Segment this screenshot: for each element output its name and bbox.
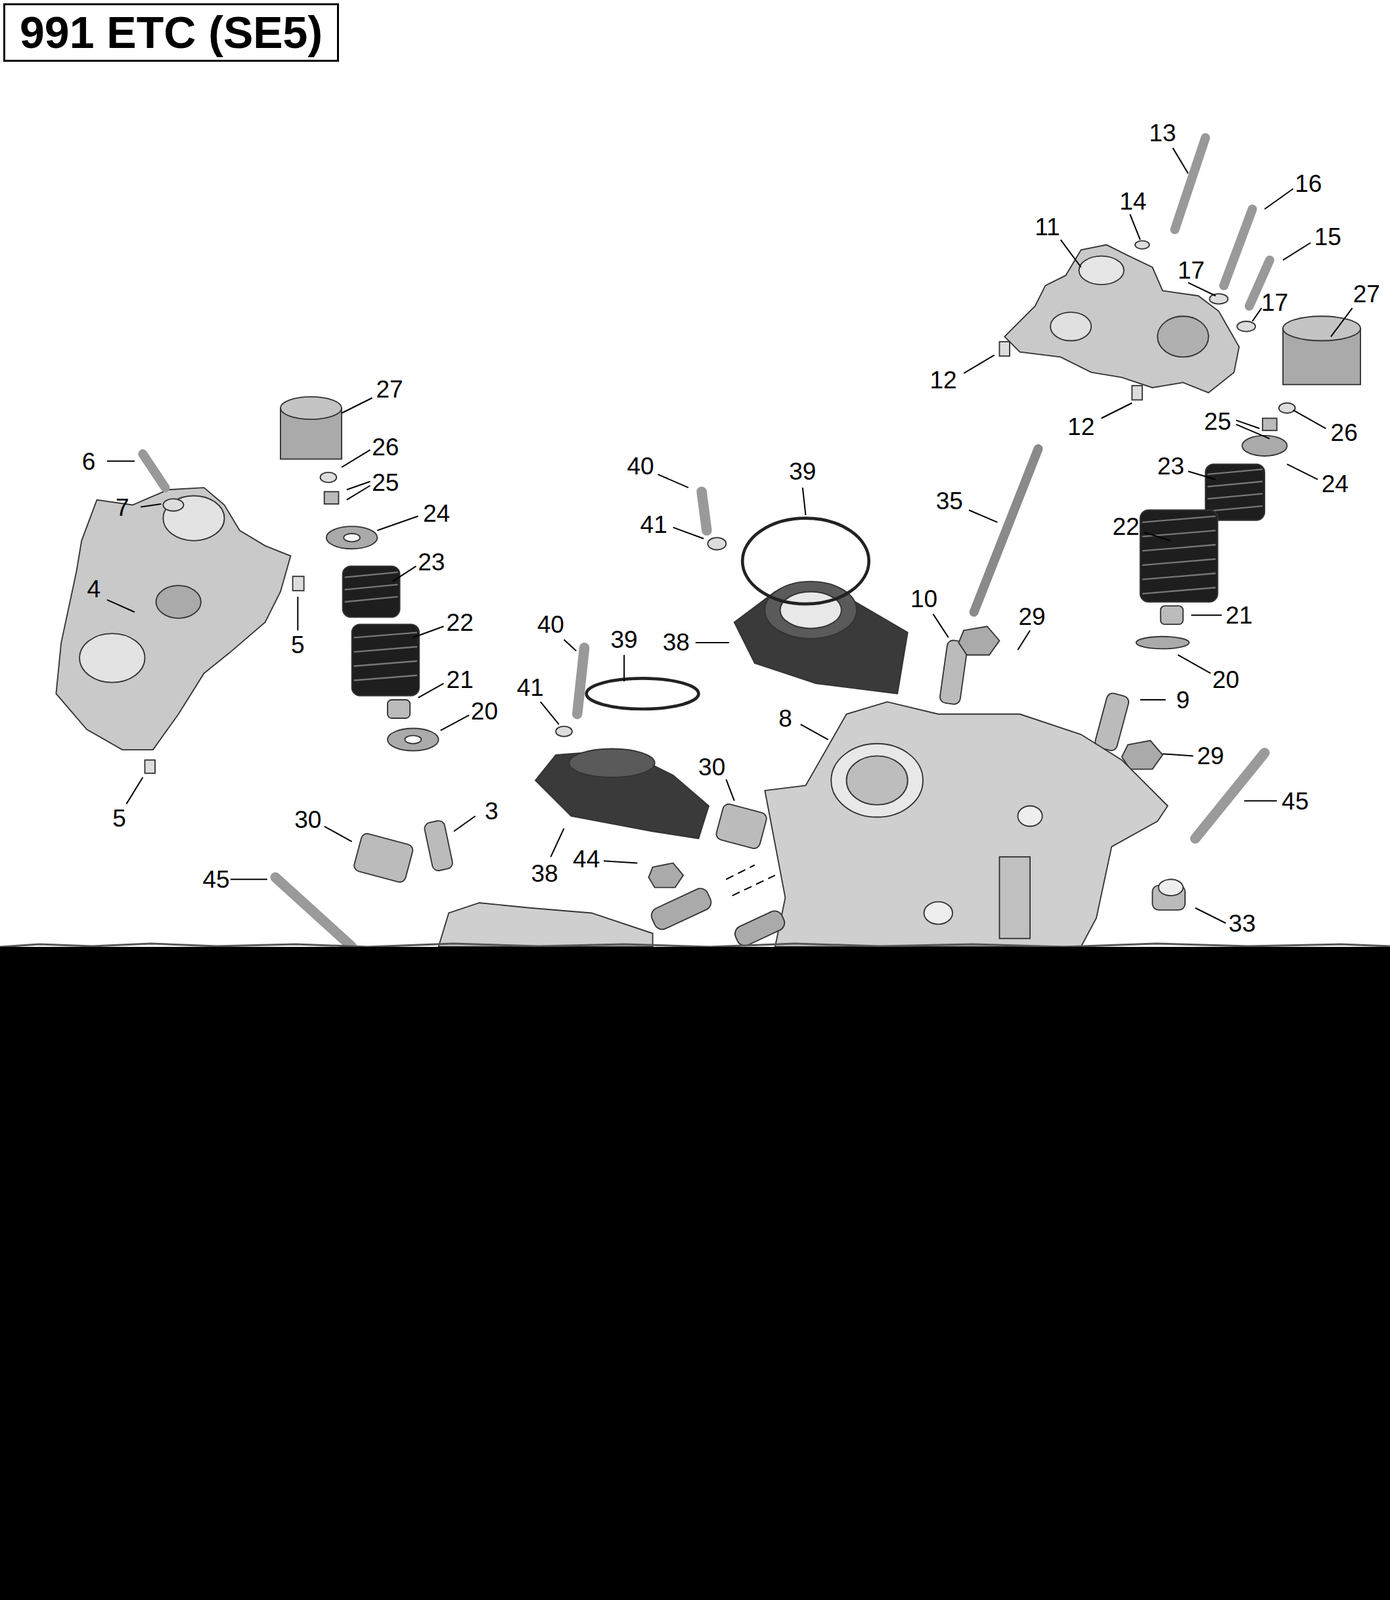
- callout-number: 17: [1177, 258, 1205, 283]
- callout-number: 20: [1212, 666, 1240, 692]
- callout-number: 5: [291, 632, 305, 657]
- callout-number: 24: [423, 500, 450, 525]
- callout-number: 22: [446, 610, 474, 635]
- callout-number: 9: [1176, 687, 1191, 713]
- callout-number: 29: [1018, 603, 1046, 628]
- callout-number: 21: [1225, 603, 1253, 628]
- torn-edge: [0, 943, 1390, 947]
- callout-number: 17: [1261, 289, 1289, 314]
- callout-number: 41: [516, 675, 544, 700]
- callout-number: 44: [572, 846, 600, 872]
- callout-number: 45: [202, 867, 230, 892]
- callout-number: 27: [375, 376, 403, 401]
- callout-number: 29: [1196, 743, 1224, 768]
- callout-number: 11: [1034, 214, 1060, 239]
- callout-number: 12: [929, 367, 957, 392]
- callout-number: 8: [778, 705, 793, 730]
- callout-number: 30: [698, 754, 726, 780]
- callout-number: 25: [371, 470, 399, 495]
- callout-number: 26: [371, 434, 399, 459]
- callout-number: 12: [1067, 413, 1095, 439]
- callout-number: 22: [1112, 514, 1140, 539]
- callout-number: 40: [626, 453, 654, 479]
- callout-number: 6: [82, 448, 96, 473]
- blacked-out-area: [0, 946, 1390, 1600]
- callout-number: 13: [1148, 120, 1176, 145]
- callout-number: 7: [115, 494, 130, 519]
- callout-number: 39: [610, 627, 638, 652]
- callout-number: 3: [484, 798, 499, 824]
- callout-number: 16: [1294, 171, 1322, 196]
- callout-number: 38: [662, 629, 690, 654]
- callout-number: 23: [417, 549, 445, 575]
- cam-cover: [1004, 245, 1239, 393]
- callout-number: 5: [112, 806, 127, 831]
- callout-number: 20: [470, 698, 498, 724]
- callout-number: 41: [640, 511, 668, 537]
- callout-number: 10: [910, 586, 938, 611]
- callout-number: 4: [87, 576, 102, 601]
- callout-number: 25: [1204, 409, 1232, 434]
- callout-number: 33: [1228, 911, 1256, 936]
- diagram-title: 991 ETC (SE5): [3, 3, 339, 62]
- callout-number: 14: [1119, 188, 1147, 213]
- callout-number: 21: [446, 666, 474, 692]
- callout-number: 40: [537, 612, 565, 637]
- cam-cover: [55, 487, 291, 750]
- callout-number: 45: [1281, 788, 1309, 813]
- callout-number: 38: [530, 860, 558, 885]
- callout-number: 23: [1157, 453, 1185, 479]
- callout-number: 27: [1353, 281, 1381, 307]
- callout-number: 24: [1321, 470, 1349, 496]
- callout-number: 30: [294, 806, 322, 831]
- leader-lines: [107, 147, 1353, 923]
- callout-number: 35: [936, 488, 964, 514]
- callout-number: 26: [1330, 420, 1358, 445]
- callout-number: 39: [788, 459, 816, 484]
- callout-number: 15: [1314, 224, 1342, 249]
